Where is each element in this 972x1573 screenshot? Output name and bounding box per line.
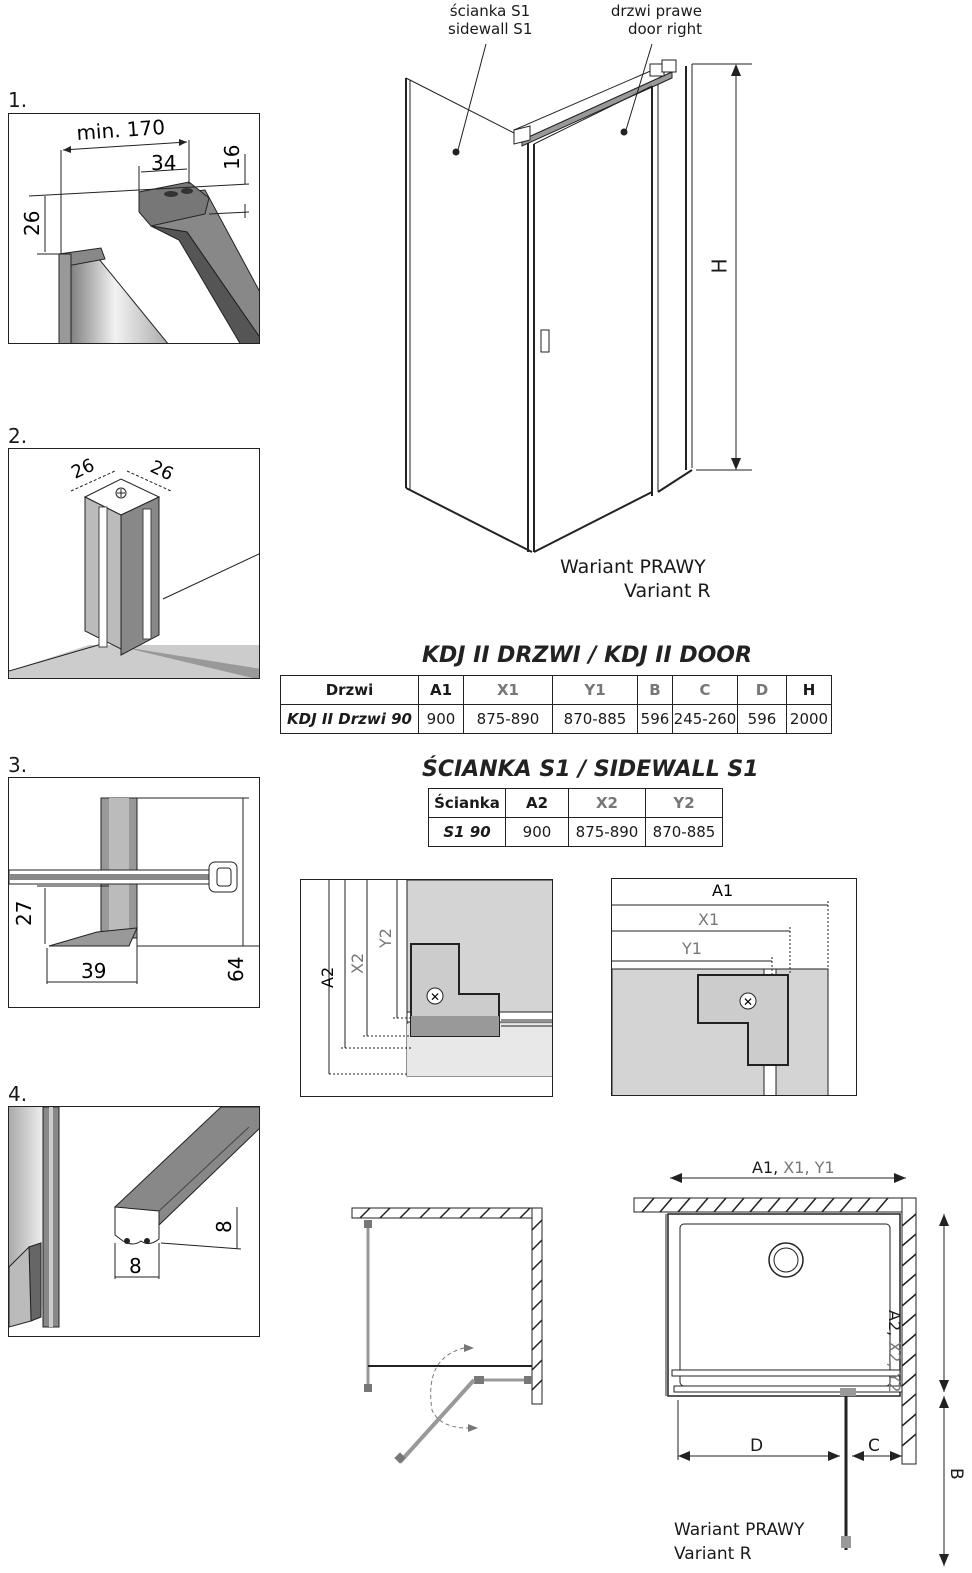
header-b: B (637, 675, 673, 705)
door-label-en: door right (627, 20, 702, 38)
cell-b: 596 (637, 704, 673, 734)
plan-right-dimension: A2, X2, Y2 (885, 1310, 904, 1410)
door-spec-table: Drzwi A1 X1 Y1 B C D H KDJ II Drzwi 90 9… (280, 675, 832, 734)
variant-label-pl: Wariant PRAWY (560, 556, 706, 578)
plan-label-a2: A2, (885, 1310, 904, 1337)
installation-plan (633, 1173, 949, 1566)
door-table-title: KDJ II DRZWI / KDJ II DOOR (422, 643, 752, 668)
enclosure-3d-drawing (405, 43, 752, 553)
cell-d: 596 (737, 704, 787, 734)
detail-left-drawing: ✕ A2 X2 Y2 (318, 880, 552, 1077)
header-c: C (672, 675, 738, 705)
plan-variant-en: Variant R (674, 1544, 752, 1564)
label-a1: A1 (712, 881, 733, 900)
dim-64: 64 (224, 957, 248, 982)
table-row: KDJ II Drzwi 90 900 875-890 870-885 596 … (280, 704, 832, 734)
plan-label-b: B (946, 1468, 966, 1480)
detail-right-drawing: ✕ A1 X1 Y1 (612, 881, 829, 1095)
header-x1: X1 (463, 675, 553, 705)
door-swing-plan (351, 1207, 543, 1464)
plan-variant-pl: Wariant PRAWY (674, 1520, 805, 1540)
header-a1: A1 (418, 675, 464, 705)
dim-34: 34 (151, 151, 176, 175)
header-x2: X2 (568, 788, 646, 818)
cell-y2: 870-885 (645, 817, 723, 847)
detail-left-panel: ✕ A2 X2 Y2 (300, 879, 553, 1097)
label-a2: A2 (318, 967, 337, 988)
door-label-pl: drzwi prawe (610, 2, 702, 20)
table-header-row: Ścianka A2 X2 Y2 (428, 788, 723, 818)
dim-26: 26 (20, 211, 44, 236)
wall-table-title: ŚCIANKA S1 / SIDEWALL S1 (422, 757, 759, 782)
plan-label-x1: X1, (778, 1158, 810, 1177)
cell-model: KDJ II Drzwi 90 (280, 704, 419, 734)
dim-8-horizontal: 8 (129, 1254, 142, 1278)
detail-right-panel: ✕ A1 X1 Y1 (611, 878, 857, 1096)
dim-39: 39 (81, 959, 106, 983)
sidewall-label-pl: ścianka S1 (449, 2, 531, 20)
step-1-number: 1. (8, 88, 28, 112)
header-d: D (737, 675, 787, 705)
plan-label-d: D (750, 1436, 764, 1456)
cell-x2: 875-890 (568, 817, 646, 847)
header-drzwi: Drzwi (280, 675, 419, 705)
cell-y1: 870-885 (552, 704, 638, 734)
cell-c: 245-260 (672, 704, 738, 734)
header-a2: A2 (505, 788, 569, 818)
dim-min-170: min. 170 (76, 115, 166, 145)
dim-26-right: 26 (147, 456, 177, 485)
svg-text:✕: ✕ (743, 995, 753, 1009)
plan-top-dimension: A1, X1, Y1 (752, 1158, 835, 1177)
step-4-number: 4. (8, 1082, 28, 1106)
svg-text:✕: ✕ (430, 990, 440, 1004)
header-scianka: Ścianka (428, 788, 506, 818)
step-2-panel: 26 26 (8, 448, 260, 679)
label-y1: Y1 (681, 939, 702, 958)
header-y1: Y1 (552, 675, 638, 705)
plan-label-y1: Y1 (809, 1158, 835, 1177)
plan-label-a1: A1, (752, 1158, 779, 1177)
dim-26-left: 26 (68, 455, 98, 484)
step-3-panel: 27 39 64 (8, 777, 260, 1008)
step-2-drawing: 26 26 (9, 455, 259, 678)
label-x2: X2 (348, 953, 367, 974)
step-4-drawing: 8 8 (9, 1107, 259, 1328)
step-2-number: 2. (8, 424, 28, 448)
cell-model: S1 90 (428, 817, 506, 847)
cell-x1: 875-890 (463, 704, 553, 734)
label-y2: Y2 (376, 928, 395, 949)
step-1-panel: min. 170 34 16 26 (8, 113, 260, 344)
dim-8-vertical: 8 (212, 1220, 236, 1233)
header-h: H (786, 675, 832, 705)
label-x1: X1 (698, 910, 719, 929)
cell-h: 2000 (786, 704, 832, 734)
dim-27: 27 (12, 901, 36, 926)
dim-16: 16 (220, 145, 244, 170)
header-y2: Y2 (645, 788, 723, 818)
height-label: H (707, 258, 732, 274)
cell-a2: 900 (505, 817, 569, 847)
table-header-row: Drzwi A1 X1 Y1 B C D H (280, 675, 832, 705)
plan-label-c: C (868, 1436, 880, 1456)
wall-spec-table: Ścianka A2 X2 Y2 S1 90 900 875-890 870-8… (428, 788, 723, 847)
step-1-drawing: min. 170 34 16 26 (20, 115, 259, 343)
cell-a1: 900 (418, 704, 464, 734)
step-3-number: 3. (8, 753, 28, 777)
sidewall-label-en: sidewall S1 (448, 20, 533, 38)
plan-label-y2: Y2 (885, 1367, 904, 1393)
table-row: S1 90 900 875-890 870-885 (428, 817, 723, 847)
plan-label-x2: X2, (885, 1336, 904, 1368)
step-4-panel: 8 8 (8, 1106, 260, 1337)
variant-label-en: Variant R (624, 580, 711, 602)
step-3-drawing: 27 39 64 (9, 797, 259, 984)
